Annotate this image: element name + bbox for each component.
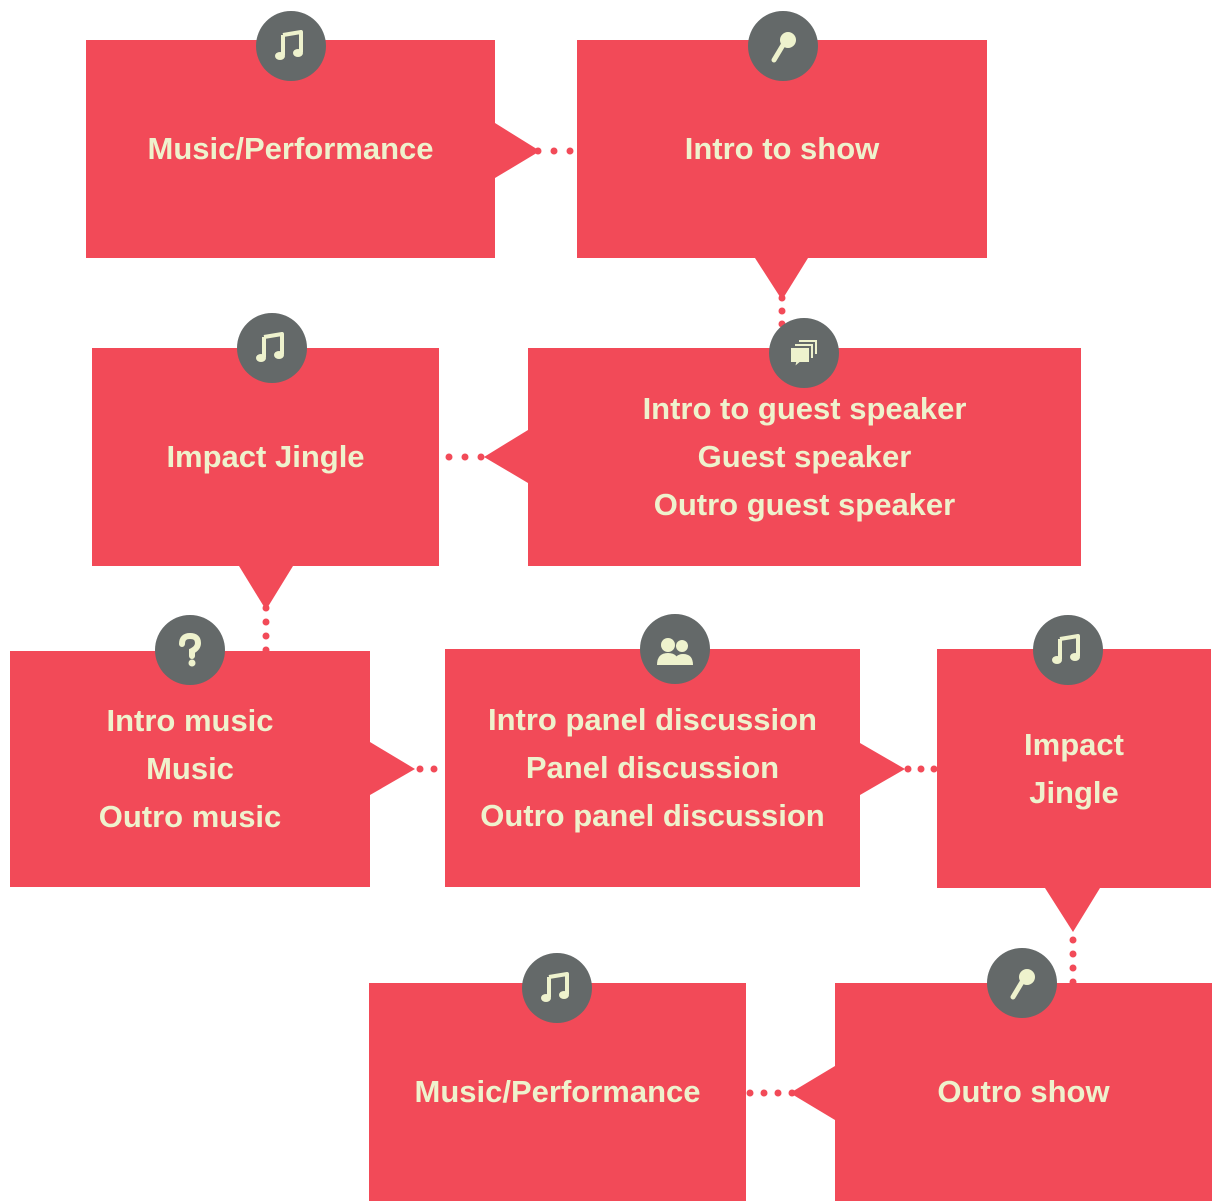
node-label: Music/Performance <box>414 1074 701 1109</box>
node-outro-show: Outro show <box>835 983 1212 1201</box>
node-label: Music <box>146 751 234 786</box>
node-label: Jingle <box>1029 774 1119 810</box>
dotted-links <box>262 147 1077 1097</box>
microphone-icon <box>748 11 818 81</box>
chat-bubbles-icon <box>769 318 839 388</box>
question-mark-icon <box>155 615 225 685</box>
pointer-arrows <box>239 123 1100 1120</box>
node-impact-jingle-2: Impact Jingle <box>937 649 1211 888</box>
node-label: Music/Performance <box>147 131 434 166</box>
music-note-icon <box>256 11 326 81</box>
music-note-icon <box>522 953 592 1023</box>
node-label: Intro to show <box>684 131 880 166</box>
music-note-icon <box>1033 615 1103 685</box>
node-label: Impact Jingle <box>166 439 365 474</box>
node-music-block: Intro music Music Outro music <box>10 651 370 887</box>
pointer-intro-to-guest <box>755 258 808 300</box>
pointer-music1-to-intro <box>495 123 540 178</box>
node-label: Intro music <box>106 703 274 738</box>
pointer-jingle2-to-outro <box>1045 888 1100 932</box>
microphone-icon <box>987 948 1057 1018</box>
node-label: Intro panel discussion <box>488 702 817 737</box>
node-label: Outro guest speaker <box>653 487 956 522</box>
node-panel-discussion: Intro panel discussion Panel discussion … <box>445 649 860 887</box>
node-label: Impact <box>1024 726 1124 762</box>
node-label: Outro music <box>98 799 282 834</box>
node-impact-jingle-1: Impact Jingle <box>92 348 439 566</box>
node-label: Guest speaker <box>697 439 912 474</box>
node-label: Panel discussion <box>525 750 780 785</box>
pointer-music-to-panel <box>370 742 415 795</box>
node-label: Outro show <box>937 1074 1110 1109</box>
music-note-icon <box>237 313 307 383</box>
node-label: Outro panel discussion <box>480 798 825 833</box>
pointer-panel-to-jingle2 <box>860 743 905 795</box>
pointer-jingle1-to-music <box>239 566 293 610</box>
people-icon <box>640 614 710 684</box>
pointer-guest-to-jingle1 <box>484 430 528 483</box>
pointer-outro-to-music2 <box>790 1066 835 1120</box>
node-label: Intro to guest speaker <box>642 391 967 426</box>
